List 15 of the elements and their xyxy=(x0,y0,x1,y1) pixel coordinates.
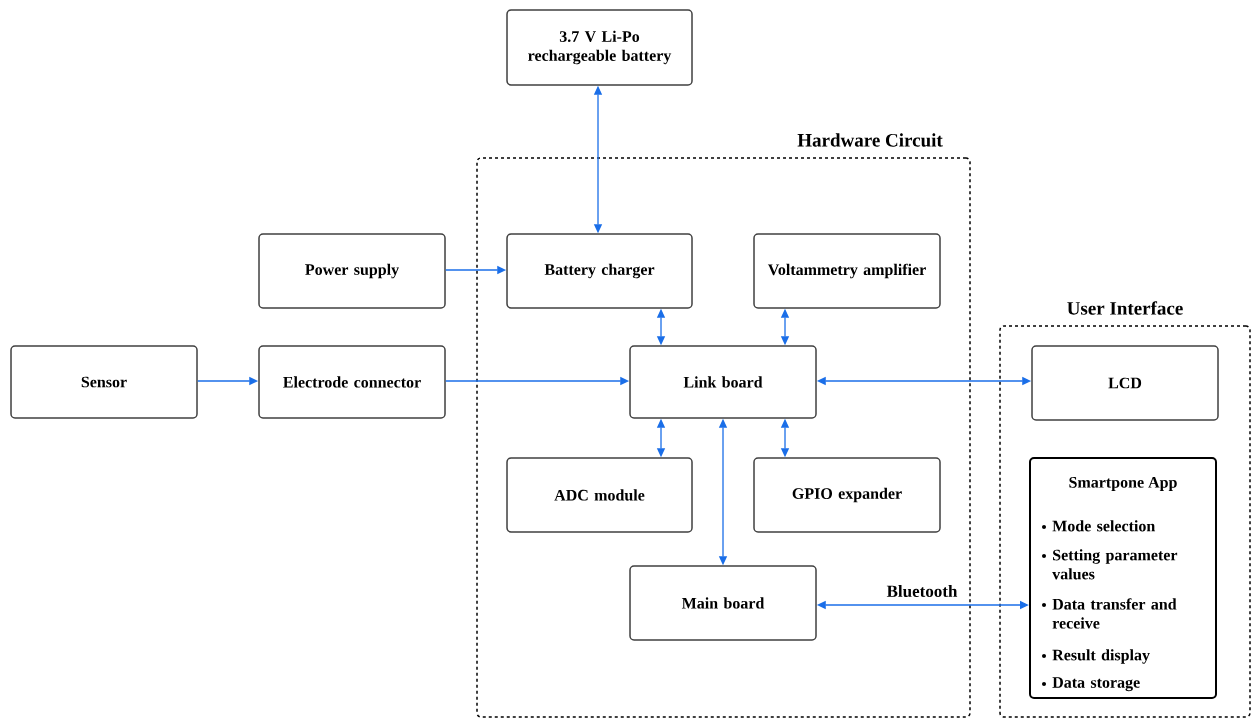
node-label: User Interface xyxy=(1067,301,1183,315)
edge-label: Bluetooth xyxy=(885,584,959,598)
process-box: Sensor xyxy=(10,345,198,419)
process-box: ADC module xyxy=(506,457,693,533)
process-box: 3.7 V Li-Po rechargeable battery xyxy=(506,9,693,86)
process-box: Voltammetry amplifier xyxy=(753,233,941,309)
process-box: Electrode connector xyxy=(258,345,446,419)
process-box: Battery charger xyxy=(506,233,693,309)
process-box: Power supply xyxy=(258,233,446,309)
process-box: GPIO expander xyxy=(753,457,941,533)
list-box: Smartpone App Mode selection Setting parameter values Data transfer and receive Result display Data storage xyxy=(1029,457,1217,699)
process-box: Main board xyxy=(629,565,817,641)
process-box: Link board xyxy=(629,345,817,419)
node-label: Hardware Circuit xyxy=(797,133,943,147)
process-box: LCD xyxy=(1031,345,1219,421)
